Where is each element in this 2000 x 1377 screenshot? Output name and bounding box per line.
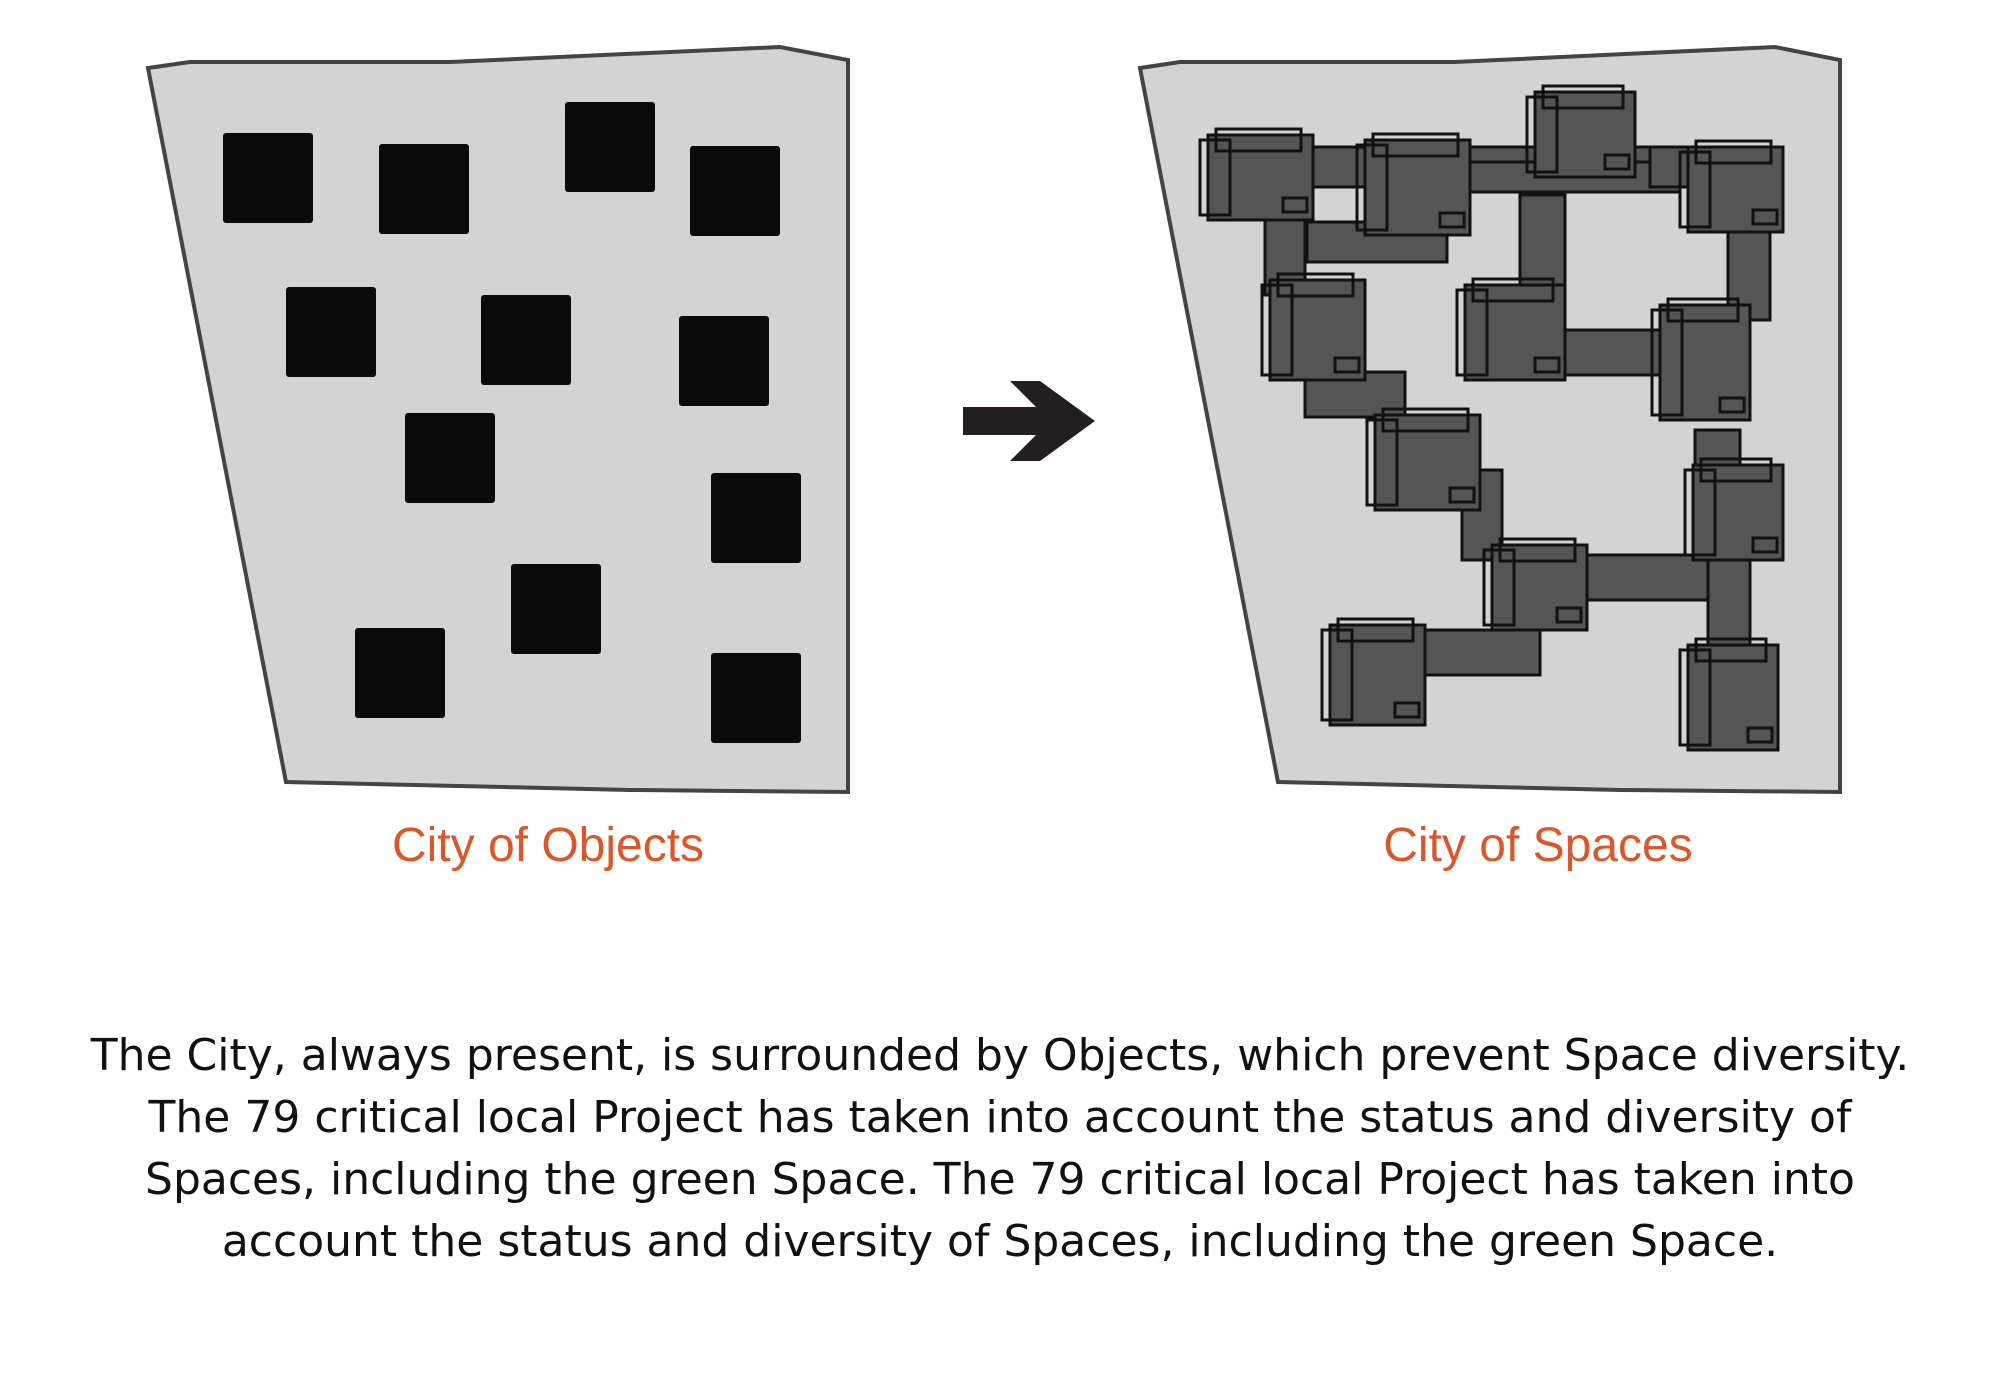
space-room-detail — [1555, 606, 1583, 624]
object-block — [223, 133, 313, 223]
space-room — [1463, 283, 1567, 382]
space-room-detail — [1281, 196, 1309, 214]
space-room-detail — [1751, 208, 1779, 226]
space-room — [1206, 133, 1315, 222]
space-room-detail — [1746, 726, 1774, 744]
space-network — [1198, 84, 1785, 752]
space-room-detail — [1541, 84, 1625, 110]
space-room-detail — [1498, 537, 1577, 563]
space-room-detail — [1666, 297, 1740, 323]
corridor — [1423, 628, 1542, 677]
space-room-detail — [1393, 701, 1421, 719]
space-room — [1658, 303, 1752, 422]
caption-line-2: The 79 critical local Project has taken … — [145, 1092, 1855, 1267]
space-room-detail — [1333, 356, 1361, 374]
object-block — [690, 146, 780, 236]
space-room-detail — [1381, 407, 1470, 433]
space-room-detail — [1699, 457, 1773, 483]
space-room — [1373, 413, 1482, 512]
space-room-detail — [1471, 277, 1555, 303]
space-room-detail — [1603, 153, 1631, 171]
space-room — [1686, 145, 1785, 234]
space-room-detail — [1751, 536, 1779, 554]
space-room-detail — [1694, 139, 1773, 165]
object-blocks — [223, 102, 801, 743]
object-block — [481, 295, 571, 385]
object-block — [286, 287, 376, 377]
caption-line-1: The City, always present, is surrounded … — [90, 1030, 1910, 1081]
space-room — [1533, 90, 1637, 179]
space-room-detail — [1214, 127, 1303, 153]
label-city-of-spaces: City of Spaces — [1383, 819, 1693, 872]
object-block — [565, 102, 655, 192]
space-room-detail — [1718, 396, 1746, 414]
corridor — [1518, 193, 1567, 287]
object-block — [379, 144, 469, 234]
space-room-detail — [1533, 356, 1561, 374]
object-block — [355, 628, 445, 718]
right-arrow-icon — [963, 381, 1095, 461]
space-room-detail — [1694, 637, 1768, 663]
space-room-detail — [1276, 272, 1355, 298]
object-block — [711, 653, 801, 743]
space-room-detail — [1438, 211, 1466, 229]
caption: The City, always present, is surrounded … — [60, 1025, 1940, 1273]
space-room — [1490, 543, 1589, 632]
space-room — [1363, 138, 1472, 237]
space-room-detail — [1371, 132, 1460, 158]
city-parcel-left — [145, 44, 850, 795]
object-block — [511, 564, 601, 654]
space-room-detail — [1448, 486, 1476, 504]
object-block — [711, 473, 801, 563]
object-block — [405, 413, 495, 503]
panel-city-of-objects — [145, 44, 850, 795]
object-block — [679, 316, 769, 406]
label-city-of-objects: City of Objects — [391, 819, 705, 872]
space-room-detail — [1336, 617, 1415, 643]
panel-city-of-spaces — [1137, 44, 1842, 795]
